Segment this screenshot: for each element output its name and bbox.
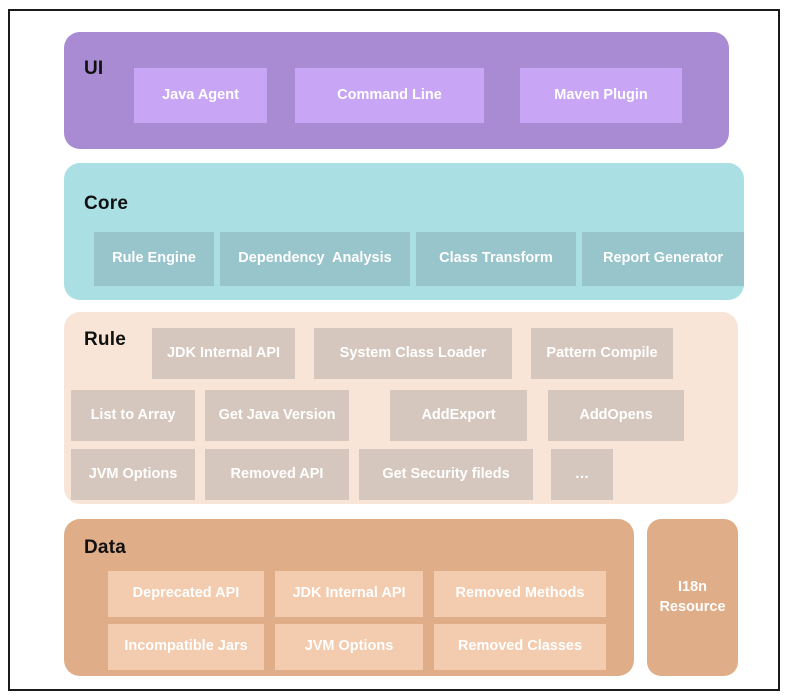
node-add-opens[interactable]: AddOpens xyxy=(548,390,684,441)
node-jvm-options[interactable]: JVM Options xyxy=(71,449,195,500)
node-incompatible-jars[interactable]: Incompatible Jars xyxy=(108,624,264,670)
node-removed-api[interactable]: Removed API xyxy=(205,449,349,500)
node-i18n-resource[interactable]: I18n Resource xyxy=(647,519,738,676)
node-command-line[interactable]: Command Line xyxy=(295,68,484,123)
node-java-agent[interactable]: Java Agent xyxy=(134,68,267,123)
node-maven-plugin[interactable]: Maven Plugin xyxy=(520,68,682,123)
node-data-jdk-internal-api[interactable]: JDK Internal API xyxy=(275,571,423,617)
node-removed-methods[interactable]: Removed Methods xyxy=(434,571,606,617)
node-jdk-internal-api[interactable]: JDK Internal API xyxy=(152,328,295,379)
layer-data: Data Deprecated API JDK Internal API Rem… xyxy=(64,519,634,676)
node-add-export[interactable]: AddExport xyxy=(390,390,527,441)
layer-rule-title: Rule xyxy=(84,329,126,350)
layer-ui-title: UI xyxy=(84,58,104,79)
node-removed-classes[interactable]: Removed Classes xyxy=(434,624,606,670)
node-deprecated-api[interactable]: Deprecated API xyxy=(108,571,264,617)
node-get-security-fields[interactable]: Get Security fileds xyxy=(359,449,533,500)
architecture-diagram: UI Java Agent Command Line Maven Plugin … xyxy=(10,11,778,689)
node-system-class-loader[interactable]: System Class Loader xyxy=(314,328,512,379)
node-data-jvm-options[interactable]: JVM Options xyxy=(275,624,423,670)
diagram-frame: UI Java Agent Command Line Maven Plugin … xyxy=(8,9,780,691)
layer-ui: UI Java Agent Command Line Maven Plugin xyxy=(64,32,729,149)
node-report-generator[interactable]: Report Generator xyxy=(582,232,744,286)
node-get-java-version[interactable]: Get Java Version xyxy=(205,390,349,441)
node-list-to-array[interactable]: List to Array xyxy=(71,390,195,441)
node-dependency-analysis[interactable]: Dependency Analysis xyxy=(220,232,410,286)
layer-core-title: Core xyxy=(84,193,129,214)
node-rule-engine[interactable]: Rule Engine xyxy=(94,232,214,286)
layer-data-title: Data xyxy=(84,537,126,558)
node-more-ellipsis[interactable]: … xyxy=(551,449,613,500)
layer-core: Core Rule Engine Dependency Analysis Cla… xyxy=(64,163,744,300)
node-pattern-compile[interactable]: Pattern Compile xyxy=(531,328,673,379)
layer-rule: Rule JDK Internal API System Class Loade… xyxy=(64,312,738,504)
node-class-transform[interactable]: Class Transform xyxy=(416,232,576,286)
